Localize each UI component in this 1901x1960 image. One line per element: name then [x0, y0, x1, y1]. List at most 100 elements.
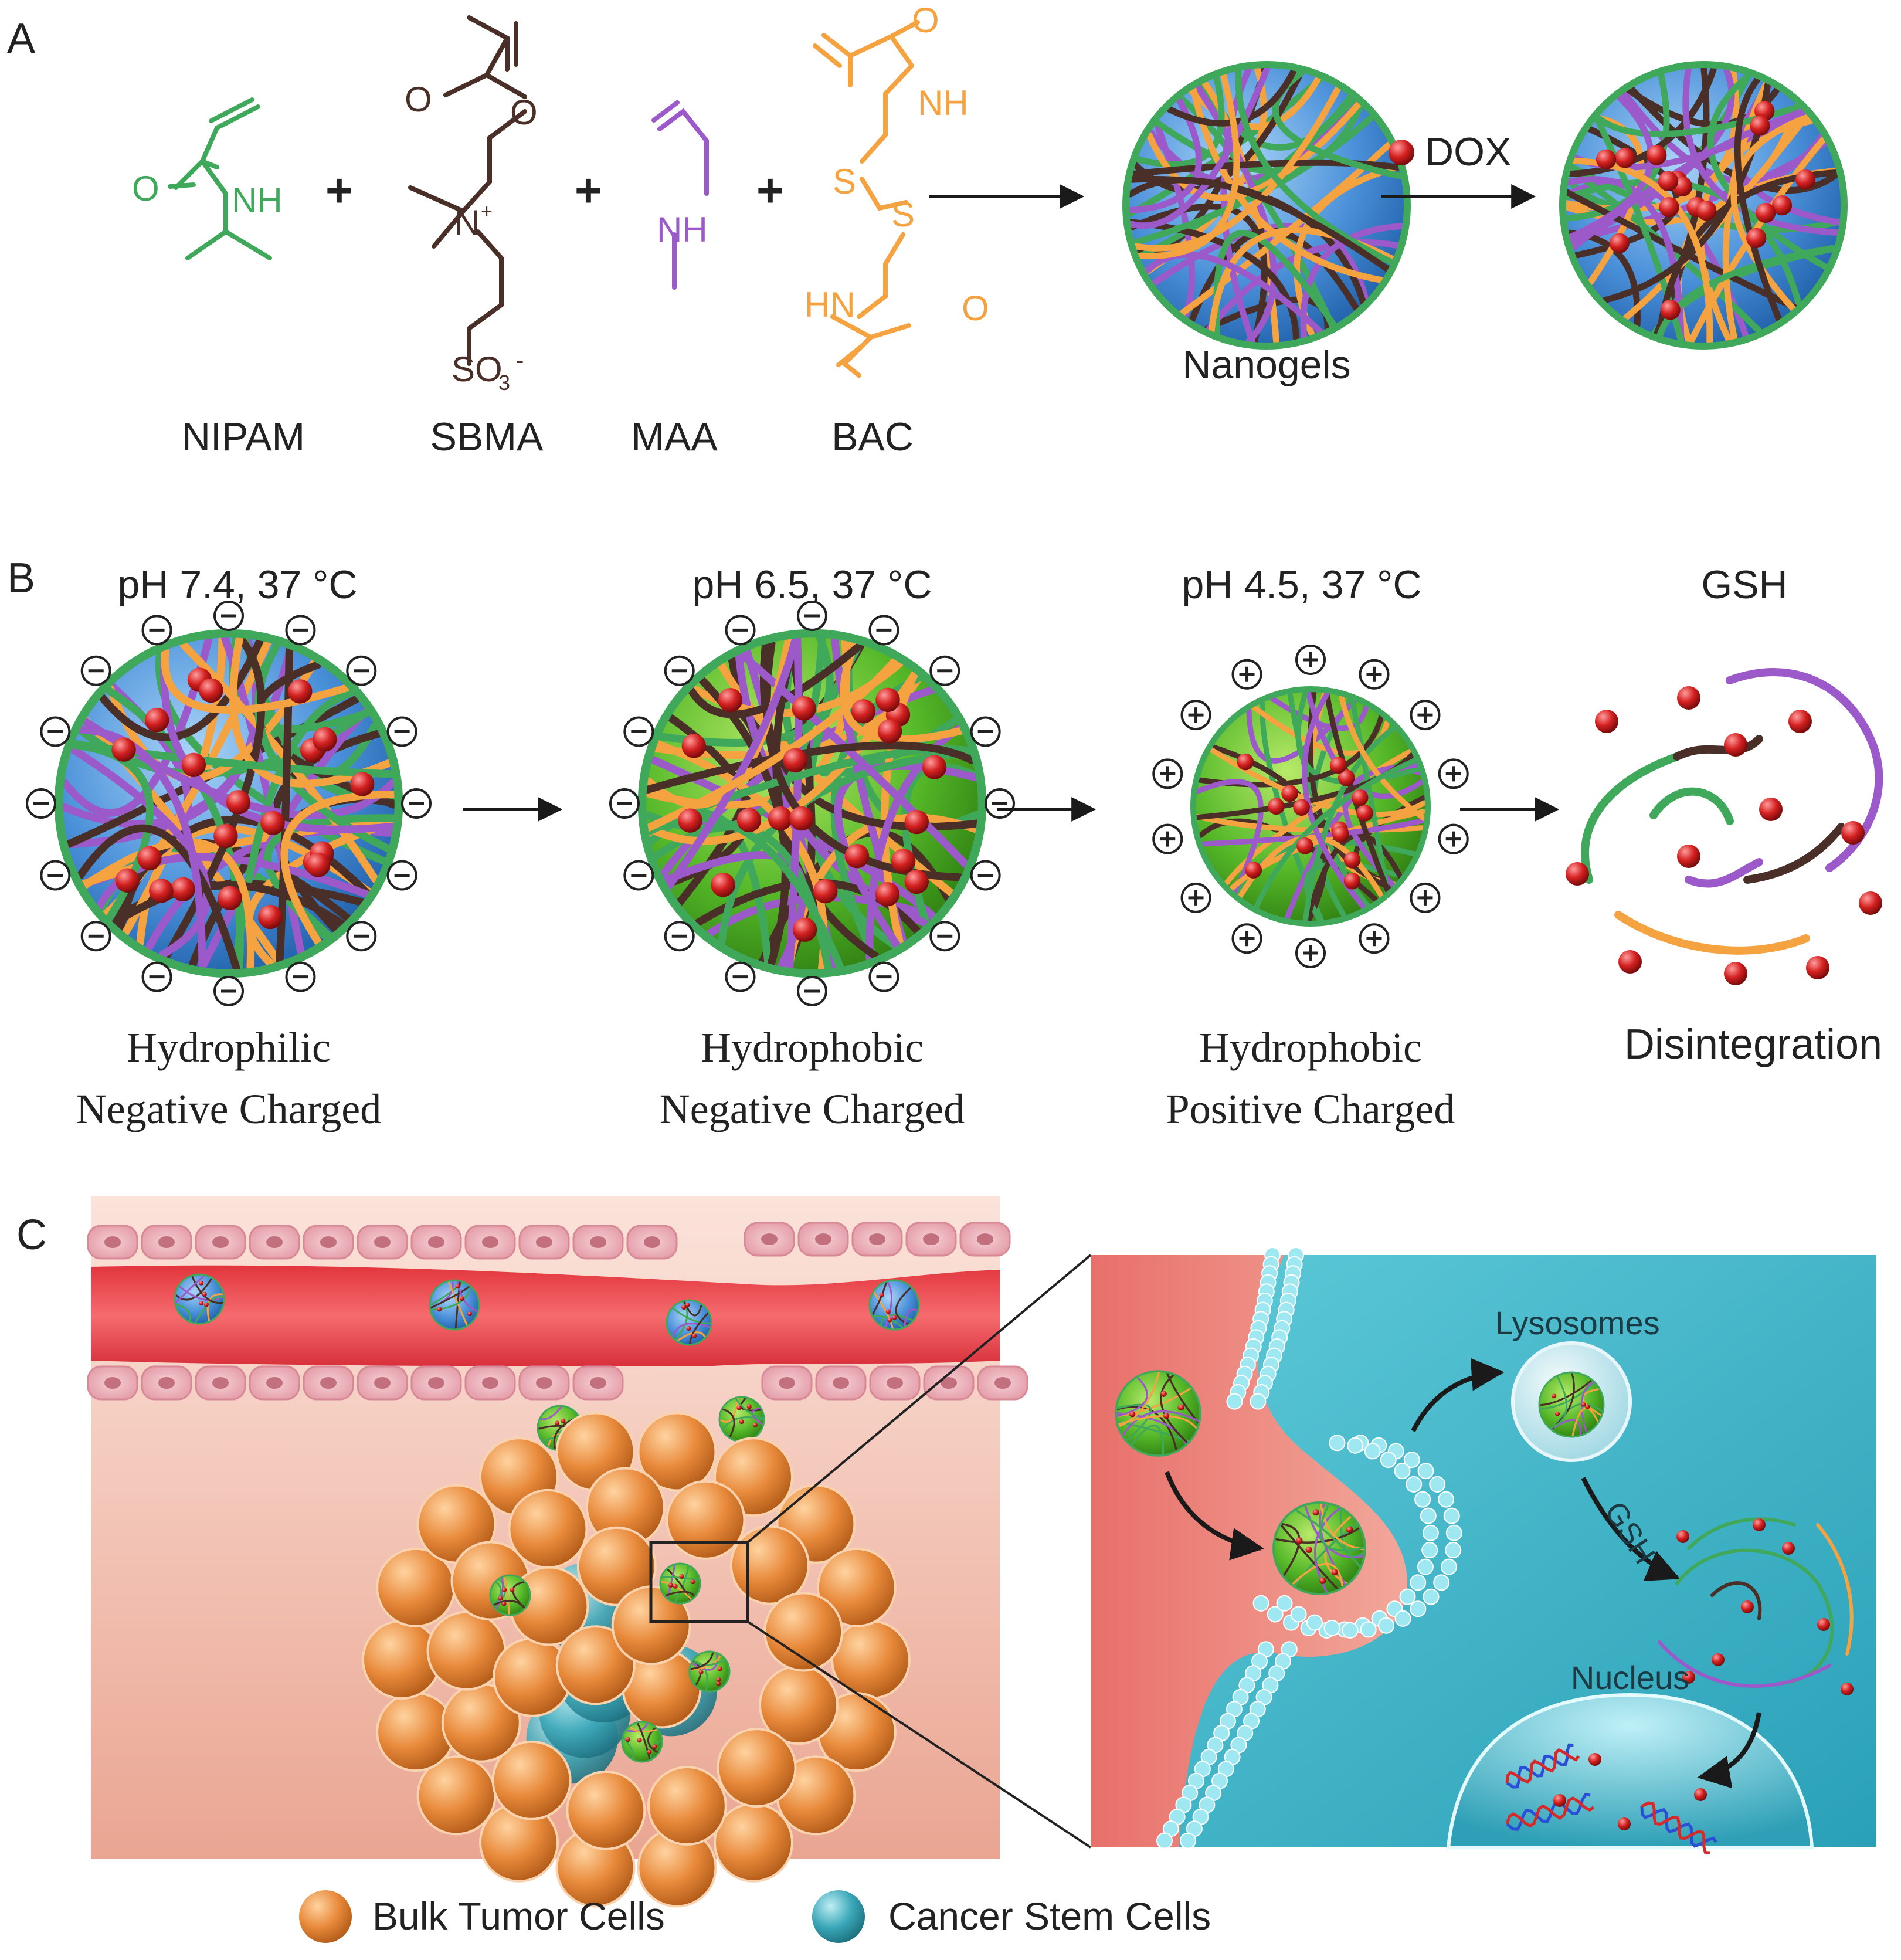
nucleus-label: Nucleus: [1571, 1659, 1689, 1696]
released-polymer-chain: [1687, 1517, 1796, 1550]
sbma-structure: [408, 15, 527, 366]
endothelial-cells: [87, 1222, 1028, 1401]
dox-molecule: [313, 727, 337, 752]
positive-charge-icon: [1152, 823, 1183, 854]
cell-uptake-inset: Lysosomes GSH Nucleus: [1091, 1247, 1876, 1854]
negative-charge-icon: [664, 655, 695, 686]
endothelial-cell: [357, 1225, 408, 1260]
negative-charge-icon: [285, 961, 316, 992]
endothelial-cell: [626, 1225, 678, 1260]
dox-molecule: [1596, 149, 1617, 169]
dox-molecule: [455, 1284, 460, 1289]
sbma-nitrogen: N: [454, 203, 480, 242]
dox-molecule: [678, 808, 702, 833]
nanogel-shell: [174, 1273, 225, 1325]
circulating-nanogel: [174, 1273, 225, 1325]
dox-molecule: [115, 868, 140, 893]
polymer-chain: [1160, 1374, 1189, 1444]
lipid-head: [1420, 1507, 1437, 1524]
polymer-chain: [493, 1600, 526, 1609]
circulating-nanogel: [429, 1279, 480, 1331]
polymer-chain: [722, 1416, 765, 1430]
plus-sign-2: +: [575, 164, 602, 216]
dox-label: DOX: [1425, 130, 1511, 174]
dox-molecule: [716, 1677, 721, 1682]
polymer-chain: [178, 1285, 225, 1301]
dox-molecule: [783, 748, 807, 773]
dox-molecule: [789, 806, 814, 831]
polymer-chain: [1136, 72, 1240, 260]
endocytosed-nanogels: [1115, 1370, 1366, 1595]
dox-molecule: [813, 879, 838, 904]
dox-molecule: [1554, 1411, 1560, 1416]
polymer-chain: [735, 1398, 765, 1419]
endothelial-cell: [410, 1365, 462, 1401]
polymer-chain: [649, 755, 937, 920]
dox-molecule: [501, 1601, 507, 1606]
bulk-tumor-cell: [637, 1412, 717, 1492]
panel-b-label: B: [7, 555, 35, 602]
dox-molecule: [904, 809, 929, 835]
dox-molecule: [711, 872, 735, 897]
zoom-line-bottom: [746, 1620, 1092, 1849]
endothelial-cell: [464, 1365, 516, 1401]
nanogel-shell: [659, 1562, 701, 1605]
zoom-box: [649, 1541, 749, 1623]
lipid-head: [1438, 1491, 1455, 1508]
dox-molecule: [1160, 1391, 1167, 1397]
dox-molecule: [199, 1300, 204, 1305]
endothelial-cell: [905, 1222, 957, 1257]
released-dox: [1724, 962, 1747, 985]
polymer-chain: [904, 1308, 919, 1328]
bulk-tumor-cell: [566, 1770, 646, 1850]
dox-molecule: [1178, 1404, 1184, 1410]
polymer-chain: [1128, 65, 1271, 229]
released-dox: [1724, 733, 1747, 757]
lipid-head: [1378, 1617, 1395, 1634]
polymer-chain: [645, 657, 899, 832]
polymer-chain: [895, 1287, 912, 1325]
released-dox: [1676, 1530, 1689, 1543]
gsh-arrow: [1581, 1477, 1681, 1581]
polymer-chain: [65, 635, 260, 849]
dox-molecule: [752, 1422, 758, 1427]
dox-molecule: [736, 808, 762, 833]
dox-molecule: [226, 790, 251, 815]
polymer-chain: [1581, 1381, 1595, 1433]
dox-molecule: [922, 755, 947, 779]
released-dox: [1595, 710, 1618, 733]
polymer-chain: [672, 1307, 712, 1324]
nanogels-label: Nanogels: [1182, 343, 1350, 387]
bulk-tumor-cell: [816, 1547, 897, 1627]
circulating-nanogel: [868, 1279, 920, 1331]
polymer-chain: [76, 824, 240, 972]
circulating-nanogel: [666, 1299, 712, 1346]
polymer-chain: [872, 1315, 904, 1328]
dox-molecule: [554, 1420, 559, 1426]
dox-molecule: [736, 1405, 742, 1410]
negative-charge-icon: [141, 615, 172, 646]
polymer-chain: [111, 881, 346, 928]
polymer-chain: [740, 1397, 762, 1412]
lipid-head: [1323, 1619, 1340, 1636]
dox-molecule: [851, 699, 876, 724]
polymer-chain: [676, 1331, 706, 1342]
positive-charge-icon: [1231, 659, 1262, 690]
negative-charge-icon: [26, 788, 56, 819]
bac-sulfur-2: S: [891, 195, 915, 234]
negative-charge-icon: [141, 961, 172, 992]
sbma-sulfonate-charge: -: [516, 348, 524, 374]
polymer-chain: [454, 1280, 461, 1330]
lysosomes-label: Lysosomes: [1495, 1304, 1659, 1341]
negative-charge-icon: [725, 961, 756, 992]
stage-4-property: Disintegration: [1624, 1021, 1882, 1068]
polymer-chain: [1567, 66, 1717, 178]
nanogel-shell: [666, 1299, 712, 1346]
dox-molecule: [668, 1583, 673, 1588]
dox-molecule: [1552, 1393, 1557, 1399]
polymer-chain: [81, 838, 255, 971]
dox-molecule: [692, 1333, 697, 1338]
polymer-chain: [495, 1576, 504, 1610]
nuclear-dox: [1694, 1788, 1707, 1801]
bac-amine-bottom: HN: [804, 285, 856, 324]
